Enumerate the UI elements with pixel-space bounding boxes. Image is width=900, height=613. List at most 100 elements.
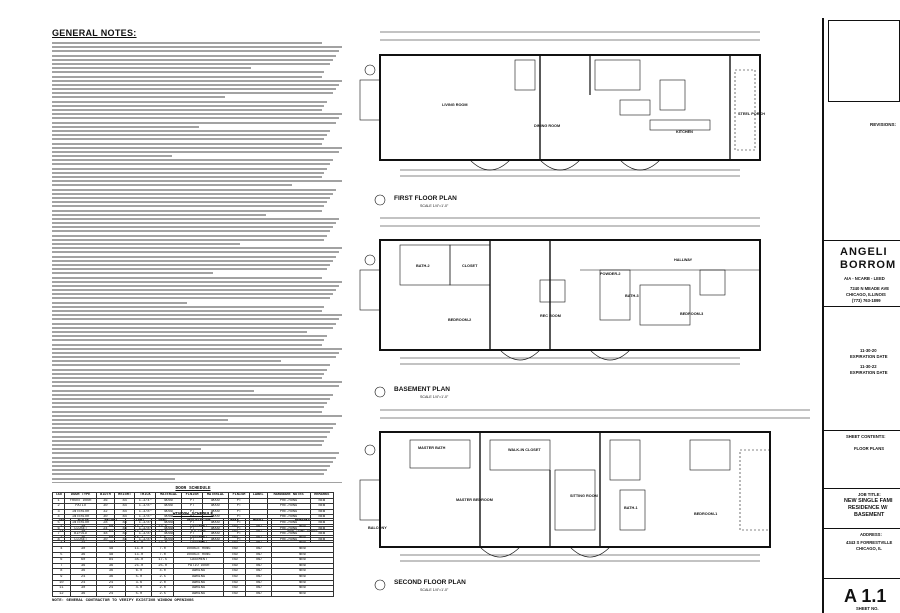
second-floor-plan-drawing <box>359 409 810 591</box>
room-dining-room: DINING ROOM <box>534 124 561 128</box>
note-text-line <box>52 247 343 250</box>
sheet-number: A 1.1 <box>844 586 887 606</box>
basement-plan-drawing <box>359 217 761 398</box>
basement-plan-title: BASEMENT PLAN <box>394 386 450 393</box>
room-bath-1: BATH-1 <box>624 506 638 510</box>
note-text-line <box>52 381 343 384</box>
firm-name-line-1: ANGELI <box>840 246 888 258</box>
room-living-room: LIVING ROOM <box>442 103 468 107</box>
note-text-line <box>52 138 325 141</box>
note-text-line <box>52 255 337 258</box>
note-text-line <box>52 142 322 145</box>
note-text-line <box>52 104 325 107</box>
note-text-line <box>52 464 331 467</box>
first-floor-plan-scale: SCALE 1/4"=1'-0" <box>420 204 449 208</box>
window-schedule-cell: 2.5 <box>151 590 175 598</box>
date-1: 11-30-20 <box>860 348 877 353</box>
note-text-line <box>52 372 325 375</box>
note-text-line <box>52 92 334 95</box>
note-text-line <box>52 188 337 191</box>
door-schedule-header: HARDWARE NOTES <box>266 492 311 499</box>
door-schedule-header: HEIGHT <box>113 492 136 499</box>
note-text-line <box>52 121 337 124</box>
job-title-line-1: NEW SINGLE FAMI <box>844 498 893 504</box>
note-text-line <box>52 402 328 405</box>
note-text-line <box>52 176 322 178</box>
note-text-line <box>52 330 307 333</box>
note-text-line <box>52 42 322 44</box>
site-address-1: 4343 S FORRESTVILLE <box>846 540 893 545</box>
note-text-line <box>52 243 240 245</box>
note-text-line <box>52 406 325 409</box>
firm-address-2: CHICAGO, ILLINOIS <box>846 292 886 297</box>
basement-plan-scale: SCALE 1/4"=1'-0" <box>420 395 449 399</box>
second-floor-plan-scale: SCALE 1/4"=1'-0" <box>420 588 449 592</box>
window-schedule-cell: 12 <box>52 590 71 598</box>
note-text-line <box>52 393 334 396</box>
door-schedule-cell: WOOD <box>201 497 230 505</box>
sheet-number-label: SHEET NO. <box>856 606 879 611</box>
door-schedule-title: DOOR SCHEDULE <box>175 486 211 491</box>
note-text-line <box>52 163 331 166</box>
note-text-line <box>52 234 328 237</box>
room-sitting-room: SITTING ROOM <box>570 494 598 498</box>
general-notes-text <box>52 42 345 483</box>
note-text-line <box>52 184 293 187</box>
note-text-line <box>52 435 328 438</box>
room-kitchen: KITCHEN <box>676 130 693 134</box>
note-text-line <box>52 314 343 317</box>
note-text-line <box>52 364 331 367</box>
room-bedroom-1: BEDROOM-1 <box>694 512 718 516</box>
note-text-line <box>52 318 340 321</box>
note-text-line <box>52 347 343 350</box>
door-schedule-header: MATERIAL <box>201 492 230 499</box>
note-text-line <box>52 62 331 65</box>
window-schedule-cell: NEW <box>270 590 335 598</box>
first-floor-plan-title: FIRST FLOOR PLAN <box>394 195 457 202</box>
note-text-line <box>52 259 334 262</box>
room-steel-porch: STEEL PORCH <box>738 112 765 116</box>
note-text-line <box>52 335 328 338</box>
firm-credentials: AIA - NCARB - LEED <box>844 276 885 281</box>
door-schedule-cell: 30 <box>96 503 115 510</box>
note-text-line <box>52 477 176 480</box>
door-schedule-header: REMARKS <box>309 492 334 499</box>
door-schedule-cell: 84 <box>113 503 136 510</box>
door-schedule-cell: PATIO <box>64 503 98 510</box>
window-schedule-cell: 36 <box>69 590 97 598</box>
note-text-line <box>52 377 322 379</box>
note-text-line <box>52 226 334 229</box>
sheet-contents: FLOOR PLANS <box>854 446 885 451</box>
job-title-line-3: BASEMENT <box>854 512 885 518</box>
date-2-label: EXPIRATION DATE <box>850 370 888 375</box>
note-text-line <box>52 54 337 57</box>
note-text-line <box>52 117 340 120</box>
note-text-line <box>52 272 214 275</box>
note-text-line <box>52 167 328 170</box>
note-text-line <box>52 268 328 271</box>
note-text-line <box>52 50 340 53</box>
window-schedule-cell: TBD <box>223 590 246 598</box>
note-text-line <box>52 481 343 483</box>
address-label: ADDRESS: <box>860 532 882 537</box>
firm-phone: (773) 763-1899 <box>852 298 881 303</box>
room-master-bedroom: MASTER BEDROOM <box>456 498 493 502</box>
note-text-line <box>52 397 331 400</box>
note-text-line <box>52 213 266 216</box>
note-text-line <box>52 284 340 287</box>
note-text-line <box>52 301 187 304</box>
window-schedule-cell: AWNING <box>173 590 225 598</box>
note-text-line <box>52 410 322 413</box>
note-text-line <box>52 155 173 158</box>
note-text-line <box>52 389 255 392</box>
window-schedule-title: WINDOW SCHEDULE <box>172 512 214 517</box>
note-text-line <box>52 150 340 153</box>
note-text-line <box>52 159 334 162</box>
note-text-line <box>52 293 334 296</box>
date-1-label: EXPIRATION DATE <box>850 354 888 359</box>
door-schedule-cell: PRE-HUNG <box>266 497 311 505</box>
